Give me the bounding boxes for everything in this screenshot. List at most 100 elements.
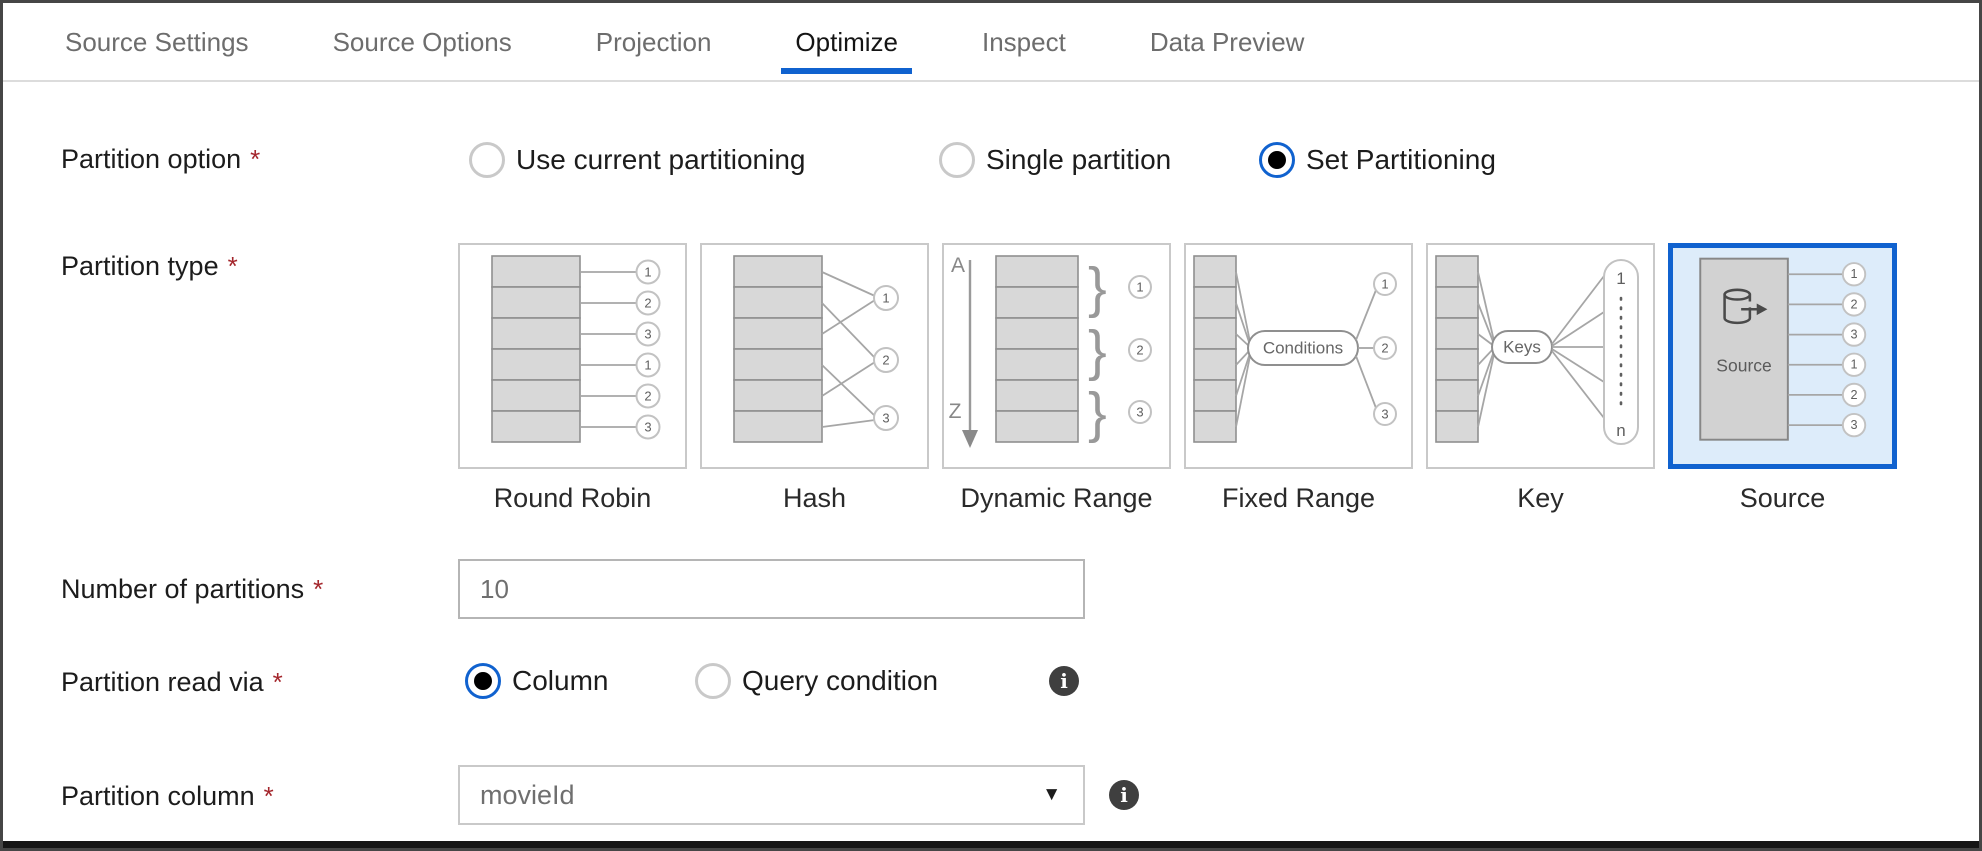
range-last: n bbox=[1616, 421, 1625, 440]
partition-number-circles: 1 2 3 bbox=[873, 285, 899, 431]
partition-type-tiles: 1 2 3 1 2 3 Round Robin bbox=[458, 243, 1897, 514]
tile-dynamic-range[interactable]: A Z } } } bbox=[942, 243, 1171, 514]
a-to-z-arrow bbox=[962, 260, 978, 448]
partition-number-circles: 1 2 3 bbox=[1373, 272, 1397, 426]
tab-source-settings[interactable]: Source Settings bbox=[65, 27, 249, 57]
svg-text:3: 3 bbox=[1381, 407, 1388, 422]
tile-label-key: Key bbox=[1517, 483, 1564, 513]
partition-column-dropdown[interactable]: movieId ▼ bbox=[458, 765, 1085, 825]
converging-lines bbox=[1477, 271, 1495, 428]
radio-column[interactable]: Column bbox=[465, 663, 608, 699]
svg-text:3: 3 bbox=[644, 327, 651, 342]
tab-projection[interactable]: Projection bbox=[595, 27, 712, 57]
svg-text:}: } bbox=[1088, 256, 1107, 319]
range-end-letter: Z bbox=[949, 400, 962, 423]
partition-option-label: Partition option * bbox=[61, 144, 260, 175]
tab-inspect[interactable]: Inspect bbox=[981, 27, 1066, 57]
converging-lines bbox=[1235, 271, 1251, 428]
tab-optimize[interactable]: Optimize bbox=[781, 27, 912, 80]
tile-key[interactable]: Keys 1 n Key bbox=[1426, 243, 1655, 514]
partition-read-via-label-text: Partition read via bbox=[61, 667, 264, 697]
tile-fixed-range[interactable]: Conditions 1 2 3 Fixed Range bbox=[1184, 243, 1413, 514]
partition-stack bbox=[733, 255, 823, 443]
radio-circle[interactable] bbox=[695, 663, 731, 699]
svg-text:2: 2 bbox=[644, 389, 651, 404]
required-asterisk: * bbox=[272, 667, 283, 697]
partition-column-label-text: Partition column bbox=[61, 781, 255, 811]
svg-text:2: 2 bbox=[1851, 297, 1858, 311]
one-to-n-stadium bbox=[1603, 259, 1639, 445]
svg-text:1: 1 bbox=[1851, 358, 1858, 372]
svg-text:2: 2 bbox=[644, 296, 651, 311]
svg-text:2: 2 bbox=[1851, 388, 1858, 402]
dropdown-selected-value: movieId bbox=[480, 779, 575, 810]
tile-round-robin-box[interactable]: 1 2 3 1 2 3 bbox=[458, 243, 687, 469]
tile-hash[interactable]: 1 2 3 Hash bbox=[700, 243, 929, 514]
tile-label-hash: Hash bbox=[782, 483, 847, 513]
radio-circle-selected[interactable] bbox=[1259, 142, 1295, 178]
tile-round-robin[interactable]: 1 2 3 1 2 3 Round Robin bbox=[458, 243, 687, 514]
svg-text:2: 2 bbox=[882, 353, 889, 368]
tile-label-fixed-range: Fixed Range bbox=[1221, 483, 1376, 513]
partition-column-label: Partition column* bbox=[61, 781, 274, 812]
fanout-lines bbox=[1551, 275, 1605, 419]
connector-lines bbox=[1787, 273, 1843, 426]
bottom-divider-bar bbox=[3, 841, 1979, 848]
tile-hash-box[interactable]: 1 2 3 bbox=[700, 243, 929, 469]
radio-label: Set Partitioning bbox=[1306, 144, 1496, 175]
keys-pill-label: Keys bbox=[1503, 338, 1541, 357]
required-asterisk: * bbox=[250, 144, 261, 174]
tile-source[interactable]: Source 1 2 3 bbox=[1668, 243, 1897, 514]
radio-label: Single partition bbox=[986, 144, 1172, 175]
key-diagram: Keys 1 n bbox=[1435, 255, 1639, 445]
partition-stack bbox=[1193, 255, 1237, 443]
tile-key-box[interactable]: Keys 1 n bbox=[1426, 243, 1655, 469]
range-start-letter: A bbox=[951, 254, 965, 277]
tile-dynamic-range-box[interactable]: A Z } } } bbox=[942, 243, 1171, 469]
info-icon[interactable]: i bbox=[1109, 780, 1139, 810]
partition-stack bbox=[995, 255, 1079, 443]
tab-data-preview[interactable]: Data Preview bbox=[1149, 27, 1305, 57]
tile-source-box[interactable]: Source 1 2 3 bbox=[1668, 243, 1897, 469]
info-icon[interactable]: i bbox=[1049, 666, 1079, 696]
partition-stack bbox=[491, 255, 581, 443]
radio-label: Query condition bbox=[742, 665, 939, 696]
svg-text:1: 1 bbox=[644, 265, 651, 280]
partition-number-circles: 1 2 3 1 2 3 bbox=[1841, 262, 1867, 438]
svg-text:1: 1 bbox=[1136, 280, 1143, 295]
svg-text:1: 1 bbox=[1851, 267, 1858, 281]
connector-lines bbox=[580, 271, 636, 428]
radio-label: Column bbox=[512, 665, 609, 696]
round-robin-diagram: 1 2 3 1 2 3 bbox=[491, 255, 661, 443]
radio-single-partition[interactable]: Single partition bbox=[939, 142, 1171, 178]
number-of-partitions-input[interactable] bbox=[458, 559, 1085, 619]
radio-set-partitioning[interactable]: Set Partitioning bbox=[1259, 142, 1496, 178]
radio-circle-selected[interactable] bbox=[465, 663, 501, 699]
svg-text:3: 3 bbox=[1851, 328, 1858, 342]
svg-text:3: 3 bbox=[1851, 418, 1858, 432]
radio-circle[interactable] bbox=[939, 142, 975, 178]
partition-stack bbox=[1435, 255, 1479, 443]
tab-source-options[interactable]: Source Options bbox=[332, 27, 512, 57]
chevron-down-icon[interactable]: ▼ bbox=[1042, 784, 1061, 805]
svg-text:3: 3 bbox=[1136, 405, 1143, 420]
partition-number-circles: 1 2 3 bbox=[1128, 275, 1152, 424]
connector-lines bbox=[821, 271, 876, 428]
source-block bbox=[1699, 257, 1789, 441]
radio-query-condition[interactable]: Query condition bbox=[695, 663, 938, 699]
number-of-partitions-label-text: Number of partitions bbox=[61, 574, 305, 604]
svg-text:1: 1 bbox=[882, 291, 889, 306]
tile-fixed-range-box[interactable]: Conditions 1 2 3 bbox=[1184, 243, 1413, 469]
partition-type-label: Partition type* bbox=[61, 251, 238, 282]
svg-text:3: 3 bbox=[882, 411, 889, 426]
fixed-range-diagram: Conditions 1 2 3 bbox=[1193, 255, 1397, 443]
tab-bar: Source Settings Source Options Projectio… bbox=[3, 3, 1979, 82]
svg-text:2: 2 bbox=[1381, 341, 1388, 356]
partition-option-label-text: Partition option bbox=[61, 144, 242, 174]
radio-circle[interactable] bbox=[469, 142, 505, 178]
svg-text:1: 1 bbox=[644, 358, 651, 373]
svg-text:2: 2 bbox=[1136, 343, 1143, 358]
radio-label: Use current partitioning bbox=[516, 144, 806, 175]
radio-use-current-partitioning[interactable]: Use current partitioning bbox=[469, 142, 805, 178]
required-asterisk: * bbox=[227, 251, 238, 281]
